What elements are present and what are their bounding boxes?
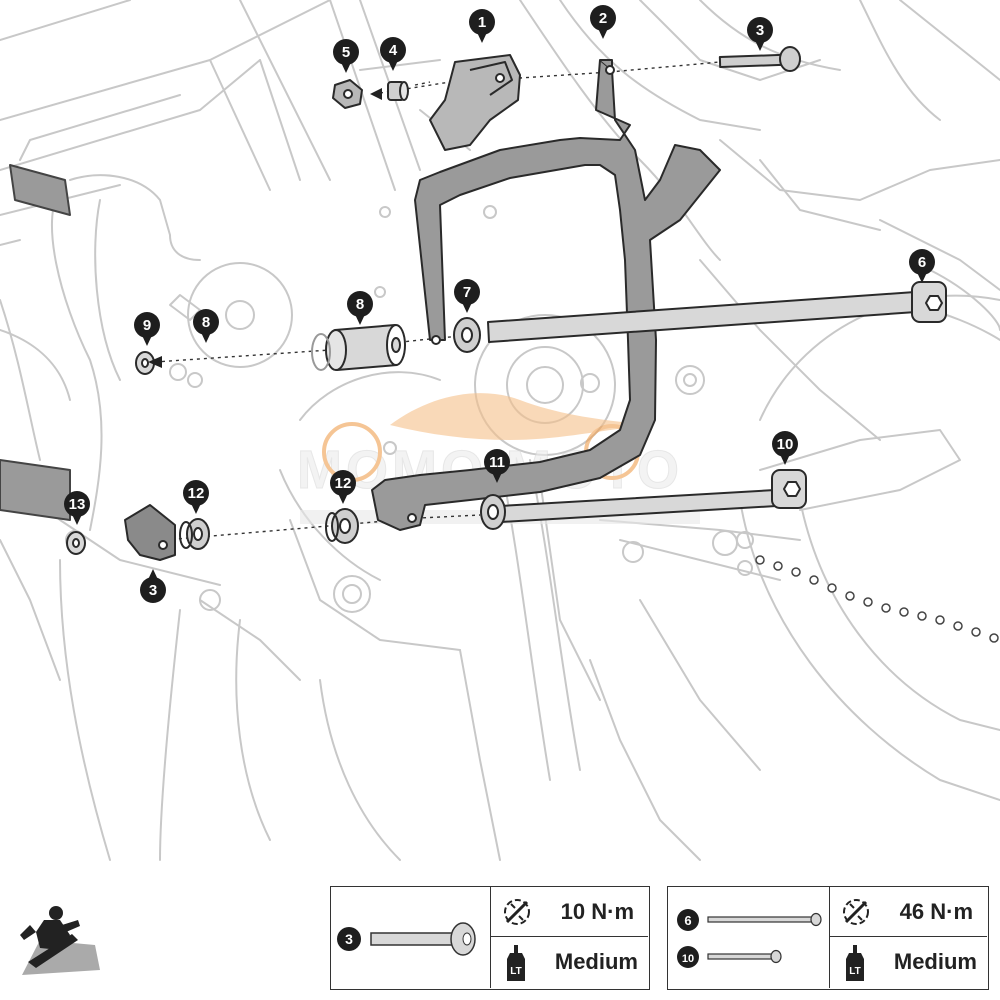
- callout-c11: 11: [484, 449, 510, 483]
- callout-number: 11: [489, 454, 505, 471]
- part-6-long-bolt: [487, 281, 947, 343]
- callout-number: 7: [463, 284, 471, 301]
- spec-parts-cell: 6 10: [668, 887, 830, 988]
- spec-threadlock-cell: LT Medium: [830, 937, 987, 988]
- part-12-washer-left: [179, 518, 210, 550]
- part-11-washer: [480, 494, 506, 530]
- callout-number: 1: [478, 14, 486, 31]
- part-3-bracket-bottom: [124, 504, 176, 561]
- mechanic-working-icon: [20, 906, 100, 975]
- callout-number: 2: [599, 10, 607, 27]
- callout-number: 4: [389, 42, 398, 59]
- drive-chain: [755, 555, 999, 643]
- callout-number: 10: [777, 436, 794, 453]
- part-4-spacer: [387, 81, 409, 101]
- spec2-part-label-10: 10: [682, 953, 694, 965]
- spec2-torque-value: 46 N·m: [899, 899, 973, 924]
- callout-number: 3: [756, 22, 764, 39]
- callout-c9: 9: [134, 312, 160, 346]
- callout-number: 8: [202, 314, 210, 331]
- part-13-washer: [66, 531, 86, 555]
- spec2-threadlock-value: Medium: [893, 949, 977, 974]
- spec2-part-label-6: 6: [684, 913, 691, 928]
- callout-c8b: 8: [193, 309, 219, 343]
- motorcycle-line-art: [0, 0, 1000, 861]
- part-8-spacer: [311, 324, 406, 371]
- callout-c2: 2: [590, 5, 616, 39]
- callout-number: 6: [918, 254, 926, 271]
- spec-threadlock-cell: LT Medium: [491, 937, 648, 988]
- spec-torque-cell: 10 N·m: [491, 887, 648, 937]
- callout-c3a: 3: [747, 17, 773, 51]
- spec-parts-cell: 3: [331, 887, 491, 988]
- bolt-3-illustration: 3: [337, 922, 476, 956]
- callout-number: 8: [356, 296, 364, 313]
- spec-table-bolts-6-10: 6 10 46 N·m LT Medium: [667, 886, 989, 990]
- spec1-lt-text: LT: [510, 966, 521, 977]
- callout-number: 12: [188, 485, 205, 502]
- arrows: [148, 88, 382, 368]
- parts: [66, 46, 947, 561]
- callout-c13: 13: [64, 491, 90, 525]
- callout-c1: 1: [469, 9, 495, 43]
- spec-torque-cell: 46 N·m: [830, 887, 987, 937]
- callout-number: 13: [69, 496, 86, 513]
- callout-c6: 6: [909, 249, 935, 283]
- spec1-part-label: 3: [345, 931, 353, 947]
- torque-wrench-icon: [504, 899, 530, 925]
- callout-c5: 5: [333, 39, 359, 73]
- threadlocker-bottle-icon: LT: [507, 945, 525, 981]
- part-12-washer-right: [325, 508, 359, 544]
- spec-table-bolt-3: 3 10 N·m LT Medium: [330, 886, 650, 990]
- spec1-threadlock-value: Medium: [554, 949, 638, 974]
- callout-c3b: 3: [140, 569, 166, 603]
- part-3-bolt-top: [718, 46, 801, 72]
- callout-c8a: 8: [347, 291, 373, 325]
- callout-c12b: 12: [183, 480, 209, 514]
- part-5-nut: [332, 79, 363, 109]
- part-1-bracket-cover: [429, 54, 521, 151]
- callout-c10: 10: [772, 431, 798, 465]
- callout-number: 3: [149, 582, 157, 599]
- callout-number: 12: [335, 475, 352, 492]
- bolts-6-10-illustration: 6 10: [677, 909, 822, 968]
- threadlocker-bottle-icon: LT: [846, 945, 864, 981]
- callout-c12a: 12: [330, 470, 356, 504]
- torque-wrench-icon: [843, 899, 869, 925]
- spec2-lt-text: LT: [849, 966, 860, 977]
- spec1-torque-value: 10 N·m: [560, 899, 634, 924]
- callout-c7: 7: [454, 279, 480, 313]
- callout-number: 5: [342, 44, 350, 61]
- part-7-washer: [453, 317, 481, 353]
- callout-number: 9: [143, 317, 151, 334]
- callout-c4: 4: [380, 37, 406, 71]
